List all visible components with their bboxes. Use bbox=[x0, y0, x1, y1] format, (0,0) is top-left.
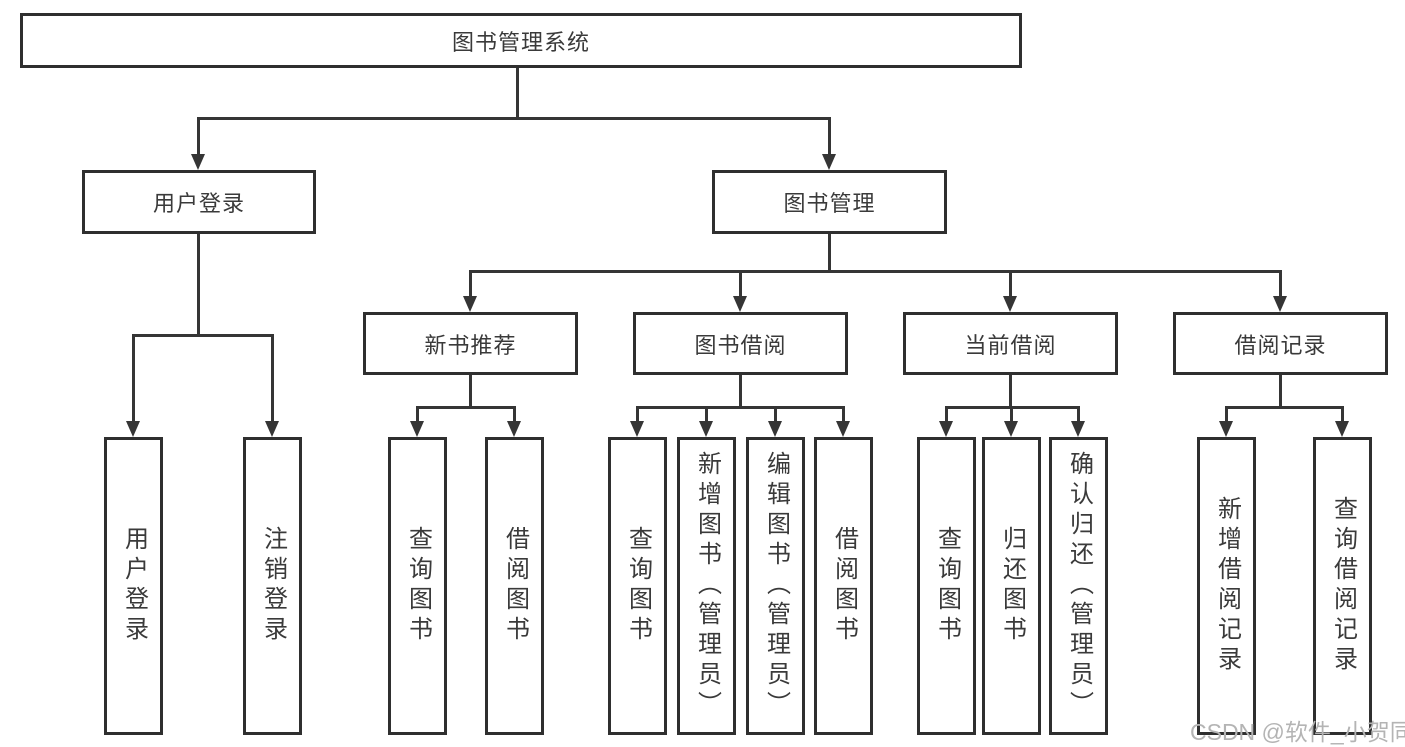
leaf-rec-borrow-book-label: 借阅图书 bbox=[501, 526, 529, 646]
leaf-login: 用户登录 bbox=[104, 437, 163, 735]
connector-leaf bbox=[1341, 406, 1344, 423]
node-user-login: 用户登录 bbox=[82, 170, 316, 234]
connector-book-mgmt-stub bbox=[828, 234, 831, 272]
connector-to-login bbox=[132, 334, 135, 422]
connector-leaf bbox=[1225, 406, 1228, 423]
leaf-borrow-query-book-label: 查询图书 bbox=[624, 526, 652, 646]
connector-leaf bbox=[774, 406, 777, 423]
leaf-login-label: 用户登录 bbox=[120, 526, 148, 646]
node-root: 图书管理系统 bbox=[20, 13, 1022, 68]
arrowhead-icon bbox=[699, 421, 713, 437]
arrowhead-icon bbox=[836, 421, 850, 437]
connector-to-borrow-record bbox=[1279, 270, 1282, 298]
arrowhead-icon bbox=[1335, 421, 1349, 437]
leaf-logout-label: 注销登录 bbox=[259, 526, 287, 646]
node-book-management: 图书管理 bbox=[712, 170, 947, 234]
node-current-borrow-label: 当前借阅 bbox=[964, 332, 1057, 358]
node-book-borrow: 图书借阅 bbox=[633, 312, 848, 375]
connector-user-login-rail bbox=[132, 334, 274, 337]
arrowhead-icon bbox=[768, 421, 782, 437]
connector-to-logout bbox=[271, 334, 274, 422]
connector-leaf bbox=[416, 406, 419, 423]
arrowhead-icon bbox=[191, 154, 205, 170]
leaf-record-query: 查询借阅记录 bbox=[1313, 437, 1372, 735]
connector-book-borrow-stub bbox=[739, 375, 742, 408]
leaf-rec-query-book: 查询图书 bbox=[388, 437, 447, 735]
node-current-borrow: 当前借阅 bbox=[903, 312, 1118, 375]
arrowhead-icon bbox=[630, 421, 644, 437]
node-new-book-recommend: 新书推荐 bbox=[363, 312, 578, 375]
connector-to-book-mgmt bbox=[828, 117, 831, 155]
connector-level1-rail bbox=[197, 117, 830, 120]
connector-book-borrow-rail bbox=[636, 406, 845, 409]
arrowhead-icon bbox=[1071, 421, 1085, 437]
arrowhead-icon bbox=[463, 296, 477, 312]
arrowhead-icon bbox=[1003, 296, 1017, 312]
connector-leaf bbox=[636, 406, 639, 423]
leaf-current-confirm-return-admin: 确认归还（管理员） bbox=[1049, 437, 1108, 735]
leaf-borrow-query-book: 查询图书 bbox=[608, 437, 667, 735]
connector-borrow-record-stub bbox=[1279, 375, 1282, 408]
node-user-login-label: 用户登录 bbox=[152, 191, 245, 216]
connector-leaf bbox=[705, 406, 708, 423]
leaf-current-query-book-label: 查询图书 bbox=[933, 526, 961, 646]
arrowhead-icon bbox=[939, 421, 953, 437]
leaf-record-add-label: 新增借阅记录 bbox=[1213, 496, 1241, 676]
connector-leaf bbox=[945, 406, 948, 423]
leaf-rec-query-book-label: 查询图书 bbox=[404, 526, 432, 646]
arrowhead-icon bbox=[1219, 421, 1233, 437]
arrowhead-icon bbox=[1004, 421, 1018, 437]
node-book-borrow-label: 图书借阅 bbox=[694, 332, 787, 358]
leaf-record-add: 新增借阅记录 bbox=[1197, 437, 1256, 735]
leaf-current-return-book-label: 归还图书 bbox=[998, 526, 1026, 646]
leaf-borrow-borrow-book-label: 借阅图书 bbox=[830, 526, 858, 646]
arrowhead-icon bbox=[1273, 296, 1287, 312]
leaf-rec-borrow-book: 借阅图书 bbox=[485, 437, 544, 735]
node-borrow-record-label: 借阅记录 bbox=[1234, 332, 1327, 358]
connector-current-borrow-stub bbox=[1009, 375, 1012, 408]
leaf-current-confirm-return-admin-label: 确认归还（管理员） bbox=[1065, 451, 1093, 721]
connector-borrow-record-rail bbox=[1225, 406, 1344, 409]
connector-leaf bbox=[1077, 406, 1080, 423]
arrowhead-icon bbox=[507, 421, 521, 437]
connector-to-new-rec bbox=[469, 270, 472, 298]
connector-new-rec-rail bbox=[416, 406, 516, 409]
leaf-borrow-edit-book-admin: 编辑图书（管理员） bbox=[746, 437, 805, 735]
connector-to-book-borrow bbox=[739, 270, 742, 298]
connector-to-user-login bbox=[197, 117, 200, 157]
arrowhead-icon bbox=[126, 421, 140, 437]
arrowhead-icon bbox=[265, 421, 279, 437]
arrowhead-icon bbox=[410, 421, 424, 437]
arrowhead-icon bbox=[822, 154, 836, 170]
leaf-current-return-book: 归还图书 bbox=[982, 437, 1041, 735]
leaf-borrow-edit-book-admin-label: 编辑图书（管理员） bbox=[762, 451, 790, 721]
connector-user-login-stub bbox=[197, 233, 200, 335]
leaf-borrow-add-book-admin: 新增图书（管理员） bbox=[677, 437, 736, 735]
connector-level2-rail bbox=[469, 270, 1282, 273]
node-new-book-recommend-label: 新书推荐 bbox=[424, 332, 517, 358]
node-book-management-label: 图书管理 bbox=[783, 191, 876, 216]
leaf-logout: 注销登录 bbox=[243, 437, 302, 735]
leaf-borrow-add-book-admin-label: 新增图书（管理员） bbox=[693, 451, 721, 721]
leaf-record-query-label: 查询借阅记录 bbox=[1329, 496, 1357, 676]
leaf-borrow-borrow-book: 借阅图书 bbox=[814, 437, 873, 735]
csdn-watermark: CSDN @软件_小贺同学 bbox=[1190, 719, 1405, 745]
connector-to-current-borrow bbox=[1009, 270, 1012, 298]
node-root-label: 图书管理系统 bbox=[451, 29, 590, 55]
connector-leaf bbox=[513, 406, 516, 423]
node-borrow-record: 借阅记录 bbox=[1173, 312, 1388, 375]
connector-new-rec-stub bbox=[469, 375, 472, 408]
arrowhead-icon bbox=[733, 296, 747, 312]
leaf-current-query-book: 查询图书 bbox=[917, 437, 976, 735]
connector-leaf bbox=[842, 406, 845, 423]
connector-root-stub bbox=[516, 66, 519, 118]
connector-leaf bbox=[1010, 406, 1013, 423]
